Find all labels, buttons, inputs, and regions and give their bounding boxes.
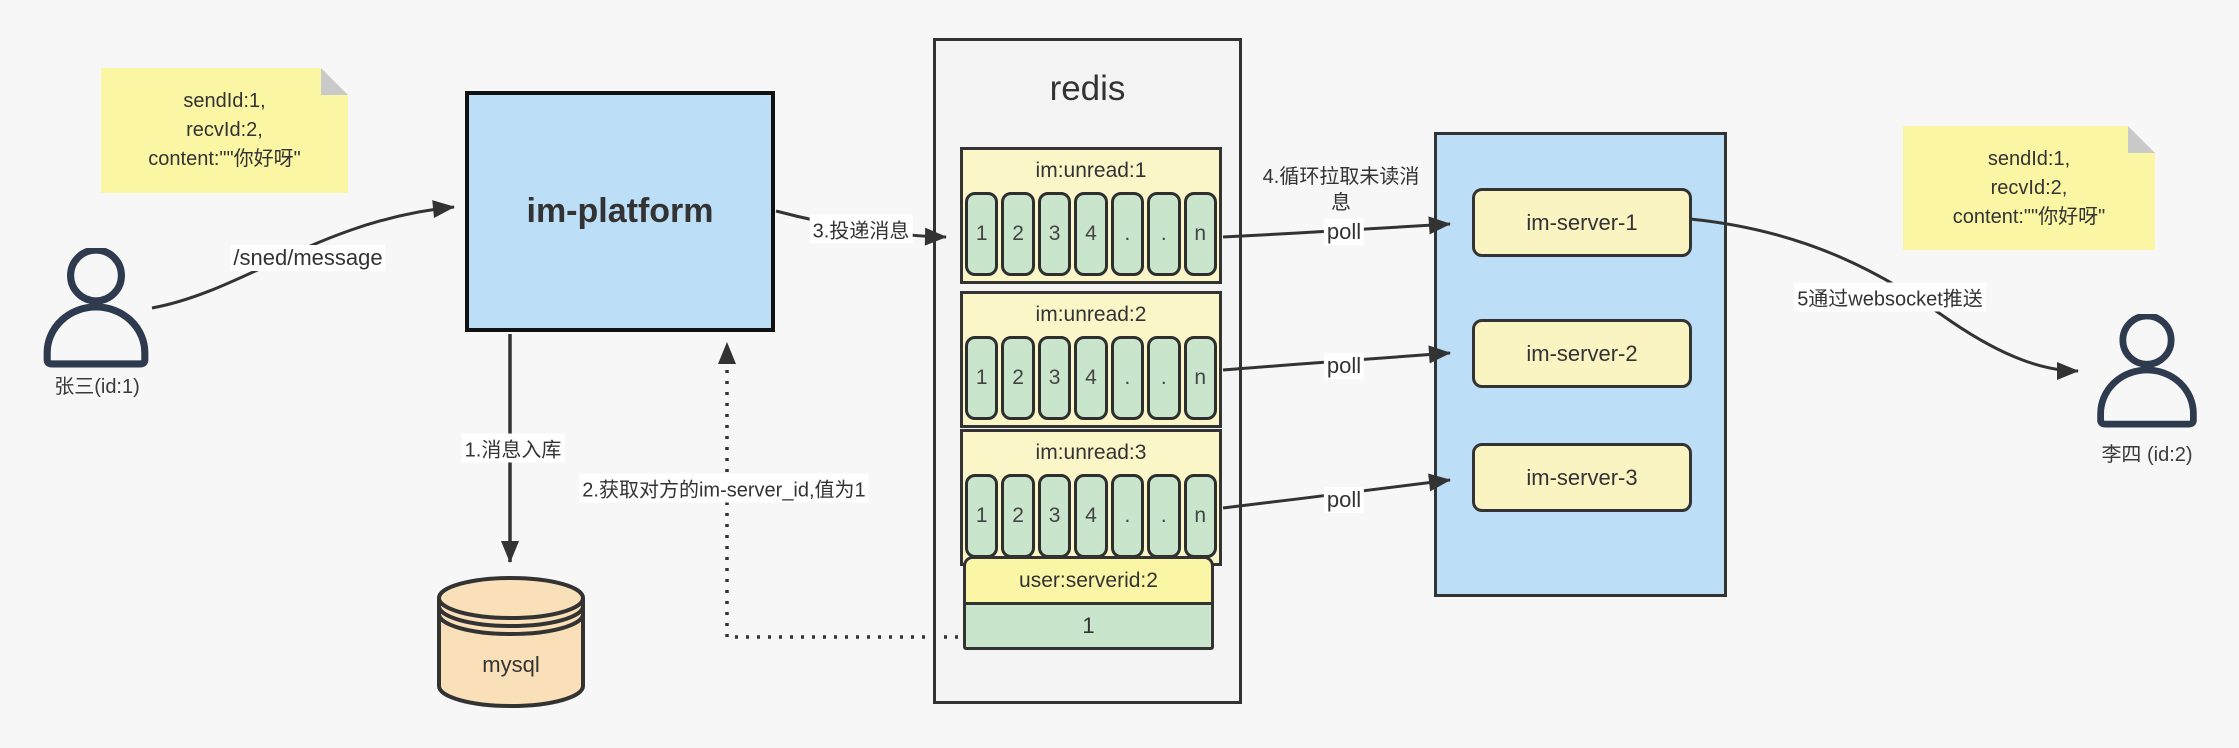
queue-cell: 2 [1001, 336, 1035, 420]
queue-im-unread-1: im:unread:1 1 2 3 4 . . n [960, 147, 1222, 284]
queue-cell: . [1147, 192, 1181, 276]
queue-cell: 1 [965, 192, 999, 276]
queue-cell: . [1147, 474, 1181, 558]
queue-cell: n [1183, 336, 1217, 420]
user-icon-sender [43, 248, 149, 368]
queue-cell: 3 [1037, 474, 1072, 558]
label-step1: 1.消息入库 [461, 433, 565, 463]
queue-cell: 4 [1074, 192, 1108, 276]
queue-cell: 1 [965, 336, 999, 420]
queue-cell: . [1110, 474, 1145, 558]
note-line: recvId:2, [1990, 176, 2068, 199]
im-server-cluster: im-server-1 im-server-2 im-server-3 [1434, 132, 1727, 597]
label-step4: 4.循环拉取未读消息 [1262, 166, 1420, 214]
note-line: content:""你好呀" [1952, 205, 2106, 228]
queue-cell: 4 [1074, 474, 1108, 558]
queue-cell: 2 [1001, 192, 1035, 276]
sender-label: 张三(id:1) [54, 376, 140, 398]
database-icon [437, 576, 585, 708]
label-poll-3: poll [1323, 487, 1365, 513]
queue-im-unread-3: im:unread:3 1 2 3 4 . . n [960, 429, 1222, 566]
server-label: im-server-2 [1526, 340, 1638, 366]
kv-user-serverid: user:serverid:2 1 [963, 556, 1214, 650]
note-fold-icon [321, 68, 348, 95]
label-send-api: /sned/message [230, 245, 386, 271]
redis-container: redis im:unread:1 1 2 3 4 . . n im:unrea… [933, 38, 1242, 704]
queue-cell: . [1110, 192, 1145, 276]
label-step2: 2.获取对方的im-server_id,值为1 [579, 473, 869, 503]
queue-cell: 2 [1001, 474, 1035, 558]
server-label: im-server-3 [1526, 464, 1638, 490]
label-step3: 3.投递消息 [809, 214, 913, 244]
server-box-1: im-server-1 [1472, 188, 1692, 257]
server-label: im-server-1 [1526, 209, 1638, 235]
sticky-note-receiver: sendId:1, recvId:2, content:""你好呀" [1903, 126, 2155, 250]
label-step5: 5通过websocket推送 [1794, 282, 1986, 312]
queue-cells: 1 2 3 4 . . n [963, 192, 1219, 276]
sticky-note-sender: sendId:1, recvId:2, content:""你好呀" [101, 68, 348, 193]
mysql-label: mysql [482, 652, 540, 677]
label-poll-1: poll [1323, 219, 1365, 245]
queue-cells: 1 2 3 4 . . n [963, 474, 1219, 558]
queue-cell: 1 [965, 474, 999, 558]
note-line: sendId:1, [183, 90, 266, 112]
queue-im-unread-2: im:unread:2 1 2 3 4 . . n [960, 291, 1222, 428]
mysql-cylinder [433, 570, 589, 712]
note-line: sendId:1, [1987, 147, 2071, 170]
server-box-2: im-server-2 [1472, 319, 1692, 388]
im-platform-label: im-platform [526, 192, 714, 230]
receiver-label: 李四 (id:2) [2101, 444, 2193, 466]
note-line: recvId:2, [186, 119, 263, 141]
queue-cell: . [1110, 336, 1145, 420]
queue-title: im:unread:1 [1035, 159, 1147, 182]
queue-title: im:unread:2 [1035, 303, 1147, 326]
sticky-note-receiver-text: sendId:1, recvId:2, content:""你好呀" [1953, 145, 2105, 232]
kv-title: user:serverid:2 [966, 559, 1211, 605]
redis-title: redis [1049, 69, 1126, 108]
sticky-note-sender-text: sendId:1, recvId:2, content:""你好呀" [148, 87, 300, 174]
label-poll-2: poll [1323, 353, 1365, 379]
user-icon-receiver [2097, 314, 2197, 428]
server-box-3: im-server-3 [1472, 443, 1692, 512]
queue-cell: 3 [1037, 192, 1072, 276]
queue-cell: n [1183, 474, 1217, 558]
queue-cell: 4 [1074, 336, 1108, 420]
kv-value: 1 [966, 605, 1211, 647]
queue-cells: 1 2 3 4 . . n [963, 336, 1219, 420]
queue-cell: 3 [1037, 336, 1072, 420]
queue-cell: . [1147, 336, 1181, 420]
note-line: content:""你好呀" [148, 148, 301, 170]
queue-title: im:unread:3 [1035, 441, 1147, 464]
note-fold-icon [2128, 126, 2155, 153]
queue-cell: n [1183, 192, 1217, 276]
im-platform-box: im-platform [465, 91, 775, 332]
